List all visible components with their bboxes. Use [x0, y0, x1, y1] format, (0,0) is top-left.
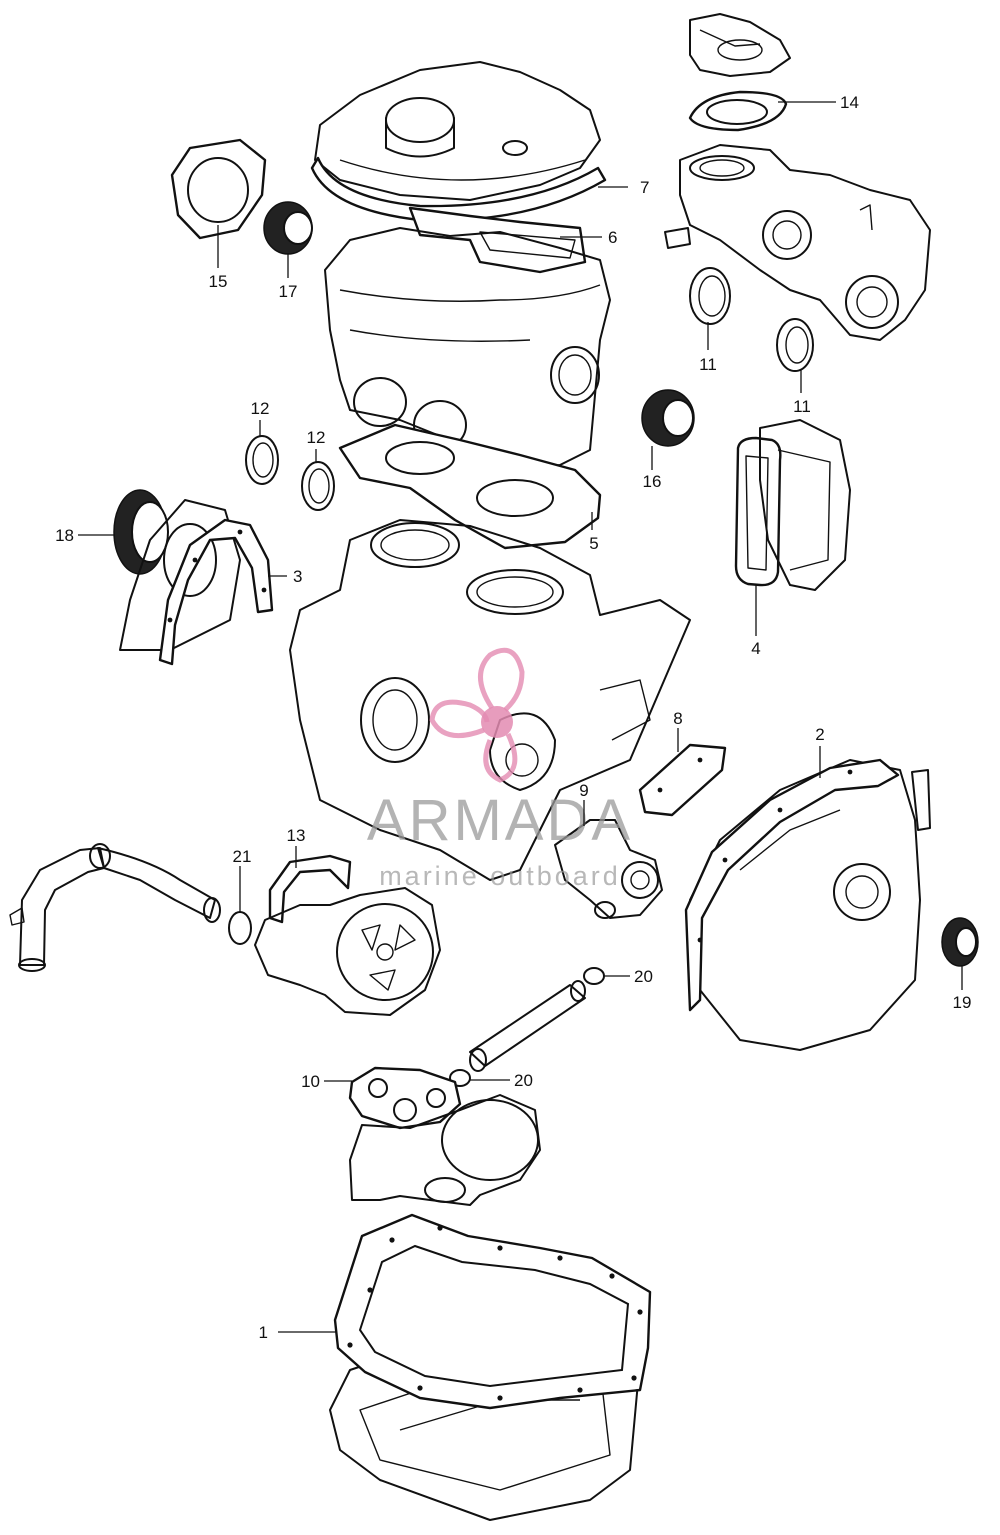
callout-19: 19 [953, 993, 972, 1012]
water-pump [554, 819, 663, 919]
gasket-15 [170, 138, 267, 240]
o-ring-12a [245, 435, 279, 485]
callout-10: 10 [301, 1072, 320, 1091]
cylinder-head-cover [314, 61, 601, 201]
callout-4: 4 [751, 639, 760, 658]
cylinder-head [324, 227, 611, 471]
gasket-6 [408, 206, 587, 274]
callout-17: 17 [279, 282, 298, 301]
pulley-housing [254, 887, 441, 1016]
o-ring-21 [228, 911, 252, 945]
callout-5: 5 [589, 534, 598, 553]
side-cover [759, 419, 851, 591]
oil-seal-18 [113, 489, 169, 575]
callout-2: 2 [815, 725, 824, 744]
o-ring-20a [583, 967, 605, 985]
watermark: ARMADA marine outboard [367, 647, 633, 891]
connecting-pipe [469, 980, 586, 1072]
leader-lines [78, 101, 963, 1333]
callout-12b: 12 [307, 428, 326, 447]
cylinder-block [289, 519, 691, 881]
gasket-1 [333, 1213, 652, 1410]
gasket-7 [310, 156, 607, 222]
callout-15: 15 [209, 272, 228, 291]
callout-6: 6 [608, 228, 617, 247]
callout-14: 14 [840, 93, 859, 112]
oil-seal-19 [941, 917, 979, 967]
oil-pump [349, 1094, 541, 1206]
callout-7: 7 [640, 178, 649, 197]
o-ring-12b [301, 461, 335, 511]
callout-11b: 11 [793, 397, 811, 416]
gasket-4 [734, 436, 782, 587]
callout-12a: 12 [251, 399, 270, 418]
callout-11a: 11 [699, 355, 717, 374]
callout-1: 1 [259, 1323, 268, 1342]
gasket-3 [158, 518, 274, 666]
callout-labels: 1 2 3 4 5 6 7 8 9 10 11 11 12 12 13 14 1… [55, 93, 971, 1342]
watermark-title: ARMADA [367, 788, 633, 853]
gasket-5 [338, 423, 602, 550]
callout-8: 8 [673, 709, 682, 728]
water-pipe [9, 843, 221, 972]
callout-21: 21 [233, 847, 252, 866]
exhaust-manifold-housing [664, 144, 931, 341]
gasket-2 [684, 758, 900, 1012]
front-cover [689, 759, 931, 1051]
gasket-14 [688, 90, 788, 132]
gasket-13 [268, 854, 352, 924]
oil-seal-16 [641, 389, 695, 447]
seal-housing [119, 499, 241, 651]
callout-20b: 20 [514, 1071, 533, 1090]
callout-13: 13 [287, 826, 306, 845]
thermostat-cover [689, 13, 791, 77]
callout-3: 3 [293, 567, 302, 586]
callout-9: 9 [579, 781, 588, 800]
callout-20a: 20 [634, 967, 653, 986]
oil-seal-11a [689, 267, 731, 325]
oil-seal-11b [776, 318, 814, 372]
propeller-logo-icon [429, 647, 525, 783]
watermark-subtitle: marine outboard [379, 861, 621, 891]
callout-18: 18 [55, 526, 74, 545]
gasket-10 [348, 1066, 462, 1130]
gasket-8 [638, 743, 727, 817]
oil-seal-17 [263, 201, 313, 255]
callout-16: 16 [643, 472, 662, 491]
